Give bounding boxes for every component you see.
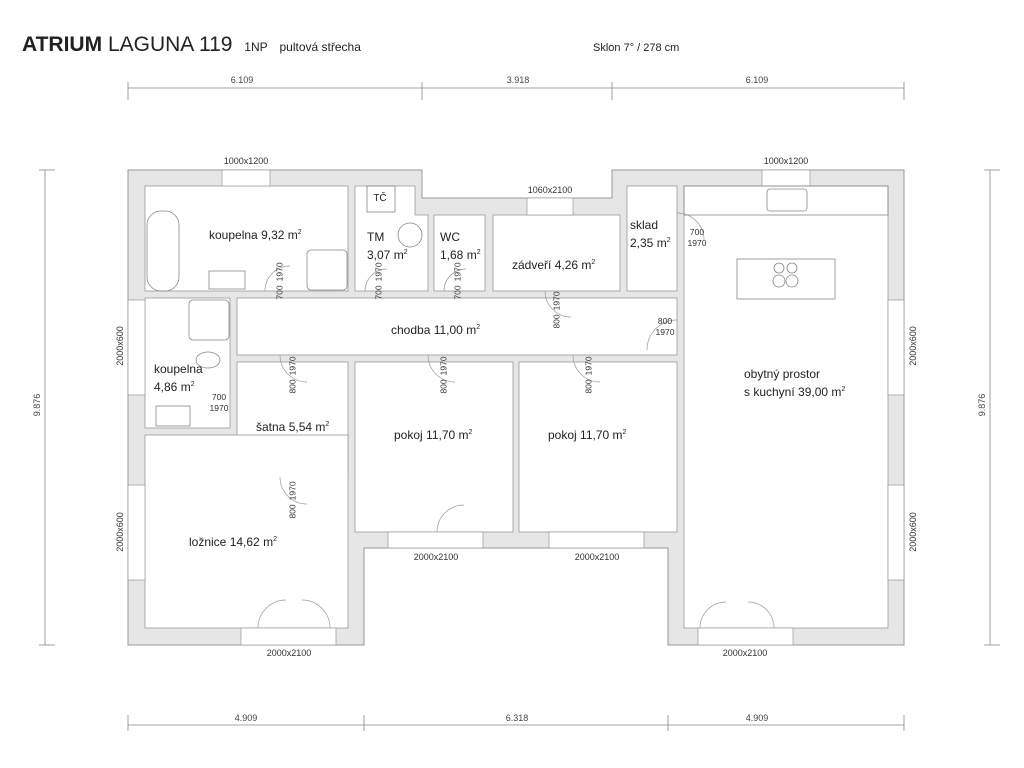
dim-left: 9.876 [32, 393, 42, 417]
brand-name: ATRIUM [22, 33, 103, 56]
window-label: 2000x2100 [266, 648, 312, 658]
rooms [144, 185, 889, 629]
window-label: 1000x1200 [223, 156, 269, 166]
window-label: 2000x2100 [574, 552, 620, 562]
window-label: 2000x600 [115, 326, 125, 366]
room-zadveri: zádveří 4,26 m2 [512, 258, 596, 272]
roof-slope: Sklon 7° / 278 cm [593, 42, 680, 54]
window-label: 2000x2100 [413, 552, 459, 562]
room-pokoj-1: pokoj 11,70 m2 [394, 428, 473, 442]
roof-type: pultová střecha [279, 40, 361, 54]
room-koupelna-large: koupelna 9,32 m2 [209, 228, 302, 242]
washbasin [208, 270, 246, 290]
room-loznice: ložnice 14,62 m2 [189, 535, 277, 549]
page-title: ATRIUM LAGUNA 119 1NP pultová střecha [22, 33, 361, 57]
door-label-pokoj-2: 8001970 [583, 356, 594, 394]
shower-tray [306, 249, 348, 291]
bathtub [146, 210, 180, 292]
heat-pump-box [366, 185, 396, 213]
window-label: 1060x2100 [527, 185, 573, 195]
dim-top-2: 3.918 [506, 75, 530, 85]
door-label-loznice: 8001970 [287, 481, 298, 519]
door-label-koupelna: 7001970 [274, 262, 285, 300]
kitchen-island [736, 258, 836, 300]
room-pokoj-2: pokoj 11,70 m2 [548, 428, 627, 442]
door-label-satna: 8001970 [287, 356, 298, 394]
model-name: LAGUNA 119 [107, 33, 233, 56]
dim-bottom-2: 6.318 [505, 713, 529, 723]
window-label: 2000x600 [115, 512, 125, 552]
door-label-wc: 7001970 [452, 262, 463, 300]
floor-label: 1NP [244, 40, 268, 54]
room-satna: šatna 5,54 m2 [256, 420, 330, 434]
dim-bottom-3: 4.909 [745, 713, 769, 723]
door-label-tm: 7001970 [373, 262, 384, 300]
sink [766, 188, 808, 212]
dim-top-3: 6.109 [745, 75, 769, 85]
room-chodba: chodba 11,00 m2 [391, 323, 481, 337]
window-label: 2000x600 [908, 512, 918, 552]
room-tc: TČ [373, 193, 387, 204]
dimension-lines [39, 82, 1000, 731]
dim-top-1: 6.109 [230, 75, 254, 85]
cooktop [772, 262, 799, 288]
washbasin-2 [155, 405, 191, 427]
dim-bottom-1: 4.909 [234, 713, 258, 723]
window-label: 2000x2100 [722, 648, 768, 658]
windows [127, 169, 905, 646]
dim-right: 9.876 [977, 393, 987, 417]
door-swings [257, 212, 775, 629]
washing-machine [397, 222, 423, 248]
window-label: 1000x1200 [763, 156, 809, 166]
door-label-pokoj-1: 8001970 [438, 356, 449, 394]
toilet [195, 351, 221, 369]
kitchen-counter [683, 185, 889, 216]
shower-tray-2 [188, 299, 230, 341]
door-label-zadveri: 8001970 [551, 291, 562, 329]
window-label: 2000x600 [908, 326, 918, 366]
